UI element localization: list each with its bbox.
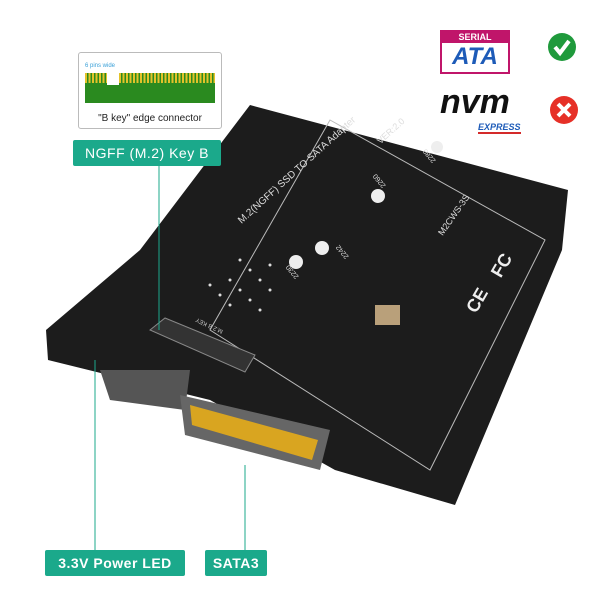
label-power-led: 3.3V Power LED xyxy=(45,550,185,576)
pins-right xyxy=(119,73,215,83)
sata-power-connector xyxy=(100,370,190,410)
check-mark xyxy=(553,39,571,57)
standoff-holes xyxy=(289,141,443,269)
nvme-logo-sub: EXPRESS xyxy=(478,122,521,134)
m2-slot xyxy=(149,317,256,373)
gold-pins xyxy=(190,405,318,460)
connector-graphic xyxy=(85,73,215,103)
crystal-component xyxy=(375,305,400,325)
sata-check-icon xyxy=(548,33,576,61)
sata-logo-main: ATA xyxy=(452,43,498,70)
sata-logo-top: SERIAL xyxy=(442,32,508,43)
pins-left xyxy=(85,73,107,83)
edge-connector-caption: "B key" edge connector xyxy=(98,113,202,124)
vent-holes xyxy=(208,258,272,312)
ssd-area-outline xyxy=(209,119,546,471)
pcb-board xyxy=(46,105,568,505)
label-sata3: SATA3 xyxy=(205,550,267,576)
key-notch xyxy=(107,73,119,85)
pins-note: 6 pins wide xyxy=(85,63,116,69)
nvme-logo-main: nvm xyxy=(440,83,510,121)
label-ngff-key-b: NGFF (M.2) Key B xyxy=(73,140,221,166)
nvme-logo: nvm EXPRESS xyxy=(440,83,540,136)
serial-ata-logo: SERIAL ATA xyxy=(440,30,510,74)
x-mark xyxy=(556,102,572,118)
edge-connector-card: 6 pins wide "B key" edge connector xyxy=(78,52,222,129)
